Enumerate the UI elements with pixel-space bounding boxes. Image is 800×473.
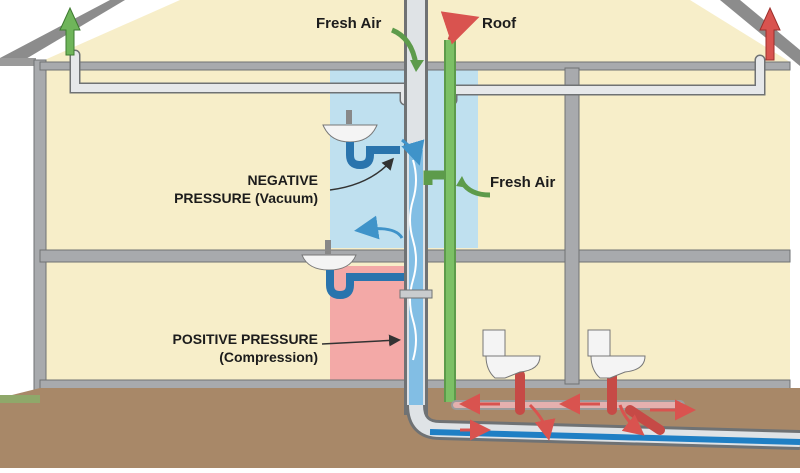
sink-icon — [322, 110, 400, 170]
negative-pressure-label-line2: PRESSURE (Vacuum) — [174, 190, 318, 206]
positive-pressure-label-line2: (Compression) — [219, 349, 318, 365]
main-stack — [399, 0, 433, 415]
toilet-icon — [587, 329, 646, 379]
roof-label: Roof — [482, 15, 517, 32]
negative-pressure-label-line1: NEGATIVE — [247, 172, 318, 188]
roof — [0, 0, 800, 66]
positive-pressure-label-line1: POSITIVE PRESSURE — [173, 331, 318, 347]
green-vent-stack — [423, 40, 456, 402]
positive-pressure-pointer — [321, 334, 401, 347]
fresh-air-top-label: Fresh Air — [316, 15, 381, 32]
airflow-arrow-icon — [329, 138, 425, 240]
building-drain — [406, 404, 800, 450]
pressure-zone-upper — [330, 266, 405, 384]
sink-icon — [301, 240, 404, 300]
toilet-icon — [482, 329, 541, 379]
pressure-arrows — [459, 393, 696, 441]
fresh-air-right-label: Fresh Air — [490, 174, 555, 191]
roof-vent-arrows — [59, 6, 781, 198]
